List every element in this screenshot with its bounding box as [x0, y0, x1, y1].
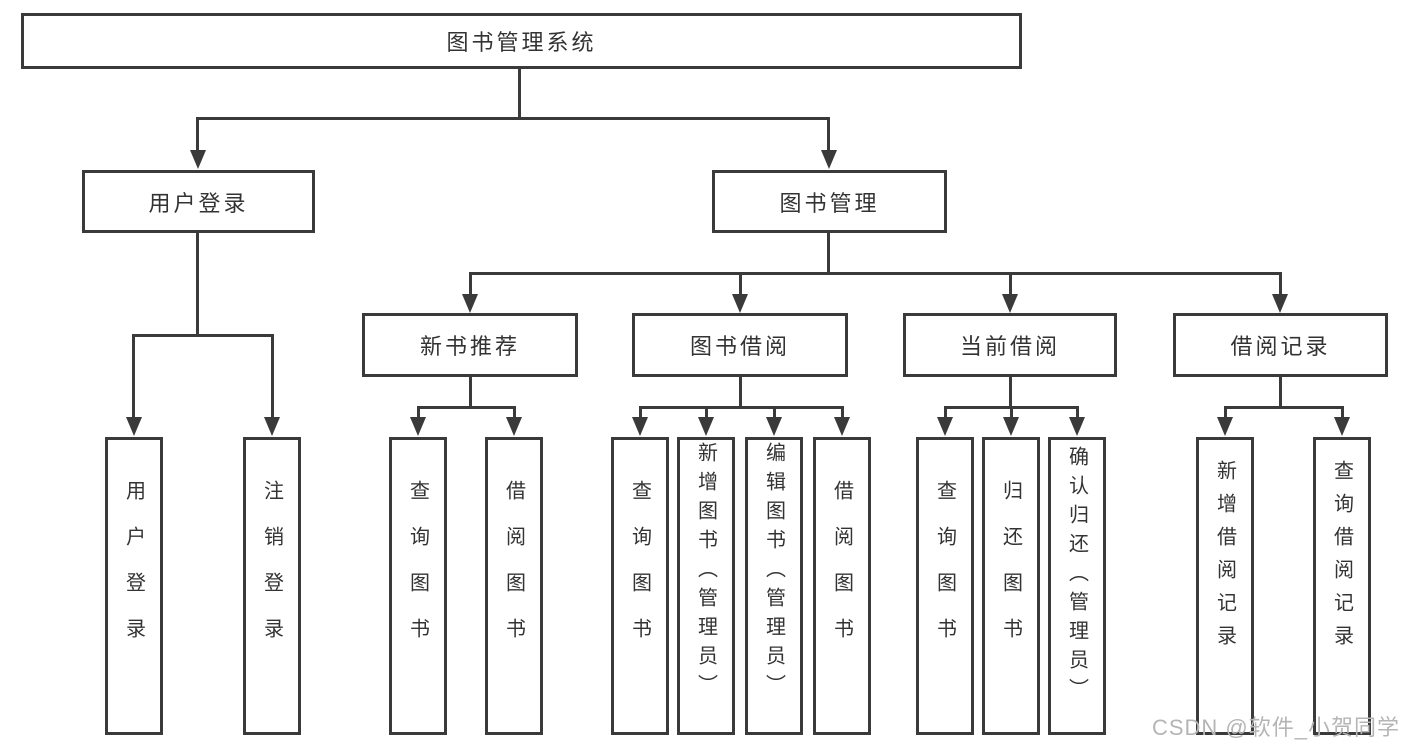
connector-line	[1224, 406, 1227, 419]
leaf-add-borrow-record: 新增借阅记录	[1196, 437, 1254, 735]
connector-line	[469, 377, 472, 409]
connector-line	[513, 406, 516, 419]
leaf-user-login-label: 用户登录	[122, 480, 145, 664]
leaf-edit-books-admin: 编辑图书（管理员）	[745, 437, 803, 735]
leaf-return-books-label: 归还图书	[999, 480, 1022, 664]
connector-line	[639, 406, 844, 409]
connector-line	[944, 406, 947, 419]
connector-line	[1279, 272, 1282, 296]
leaf-user-login: 用户登录	[105, 437, 163, 735]
leaf-return-books: 归还图书	[982, 437, 1040, 735]
arrowhead-down	[190, 150, 206, 169]
arrowhead-down	[264, 417, 280, 436]
arrowhead-down	[1069, 417, 1085, 436]
arrowhead-down	[821, 150, 837, 169]
leaf-logout-label: 注销登录	[260, 480, 283, 664]
arrowhead-down	[698, 417, 714, 436]
arrowhead-down	[732, 294, 748, 313]
connector-line	[417, 406, 420, 419]
node-book-management-label: 图书管理	[779, 190, 880, 216]
node-root: 图书管理系统	[21, 13, 1022, 69]
leaf-recommend-borrow-books: 借阅图书	[485, 437, 543, 735]
arrowhead-down	[632, 417, 648, 436]
csdn-watermark: CSDN @软件_小贺同学	[1151, 715, 1400, 740]
arrowhead-down	[506, 417, 522, 436]
node-current-borrow: 当前借阅	[903, 313, 1117, 377]
node-root-label: 图书管理系统	[446, 30, 597, 55]
leaf-query-borrow-record: 查询借阅记录	[1313, 437, 1371, 735]
connector-line	[739, 377, 742, 409]
leaf-add-borrow-record-label: 新增借阅记录	[1213, 460, 1236, 658]
arrowhead-down	[410, 417, 426, 436]
connector-line	[196, 117, 830, 120]
connector-line	[469, 272, 472, 296]
connector-line	[417, 406, 516, 409]
leaf-recommend-borrow-books-label: 借阅图书	[502, 480, 525, 664]
leaf-logout: 注销登录	[243, 437, 301, 735]
arrowhead-down	[766, 417, 782, 436]
connector-line	[1224, 406, 1344, 409]
connector-line	[196, 233, 199, 337]
leaf-edit-books-admin-label: 编辑图书（管理员）	[762, 442, 785, 703]
connector-line	[773, 406, 776, 419]
leaf-recommend-query-books-label: 查询图书	[406, 480, 429, 664]
leaf-borrow-books-label: 借阅图书	[830, 480, 853, 664]
connector-line	[132, 334, 135, 418]
arrowhead-down	[1272, 294, 1288, 313]
node-user-login-label: 用户登录	[148, 190, 249, 216]
leaf-confirm-return-admin-label: 确认归还（管理员）	[1065, 446, 1088, 707]
connector-line	[827, 233, 830, 275]
node-book-management: 图书管理	[712, 170, 947, 233]
connector-line	[1076, 406, 1079, 419]
connector-line	[469, 272, 1282, 275]
leaf-confirm-return-admin: 确认归还（管理员）	[1048, 437, 1106, 735]
arrowhead-down	[937, 417, 953, 436]
node-new-book-recommend-label: 新书推荐	[419, 334, 520, 359]
node-new-book-recommend: 新书推荐	[362, 313, 578, 377]
node-current-borrow-label: 当前借阅	[959, 334, 1060, 359]
arrowhead-down	[462, 294, 478, 313]
leaf-borrow-books: 借阅图书	[813, 437, 871, 735]
leaf-current-query-books-label: 查询图书	[933, 480, 956, 664]
connector-line	[1010, 406, 1013, 419]
node-user-login: 用户登录	[82, 170, 315, 233]
connector-line	[518, 69, 521, 119]
connector-line	[271, 334, 274, 418]
arrowhead-down	[1003, 417, 1019, 436]
leaf-query-borrow-record-label: 查询借阅记录	[1330, 460, 1353, 658]
connector-line	[133, 334, 274, 337]
connector-line	[1009, 272, 1012, 296]
connector-line	[639, 406, 642, 419]
leaf-borrow-query-books-label: 查询图书	[628, 480, 651, 664]
connector-line	[827, 117, 830, 152]
arrowhead-down	[1334, 417, 1350, 436]
arrowhead-down	[1217, 417, 1233, 436]
node-borrow-records-label: 借阅记录	[1230, 334, 1331, 359]
leaf-current-query-books: 查询图书	[916, 437, 974, 735]
connector-line	[841, 406, 844, 419]
node-book-borrow: 图书借阅	[632, 313, 848, 377]
leaf-recommend-query-books: 查询图书	[389, 437, 447, 735]
leaf-add-books-admin: 新增图书（管理员）	[677, 437, 735, 735]
node-borrow-records: 借阅记录	[1173, 313, 1388, 377]
connector-line	[1341, 406, 1344, 419]
leaf-borrow-query-books: 查询图书	[611, 437, 669, 735]
arrowhead-down	[834, 417, 850, 436]
leaf-add-books-admin-label: 新增图书（管理员）	[694, 442, 717, 703]
connector-line	[1009, 377, 1012, 409]
connector-line	[196, 117, 199, 152]
arrowhead-down	[1002, 294, 1018, 313]
connector-line	[739, 272, 742, 296]
connector-line	[705, 406, 708, 419]
node-book-borrow-label: 图书借阅	[689, 334, 790, 359]
arrowhead-down	[126, 417, 142, 436]
connector-line	[1279, 377, 1282, 409]
